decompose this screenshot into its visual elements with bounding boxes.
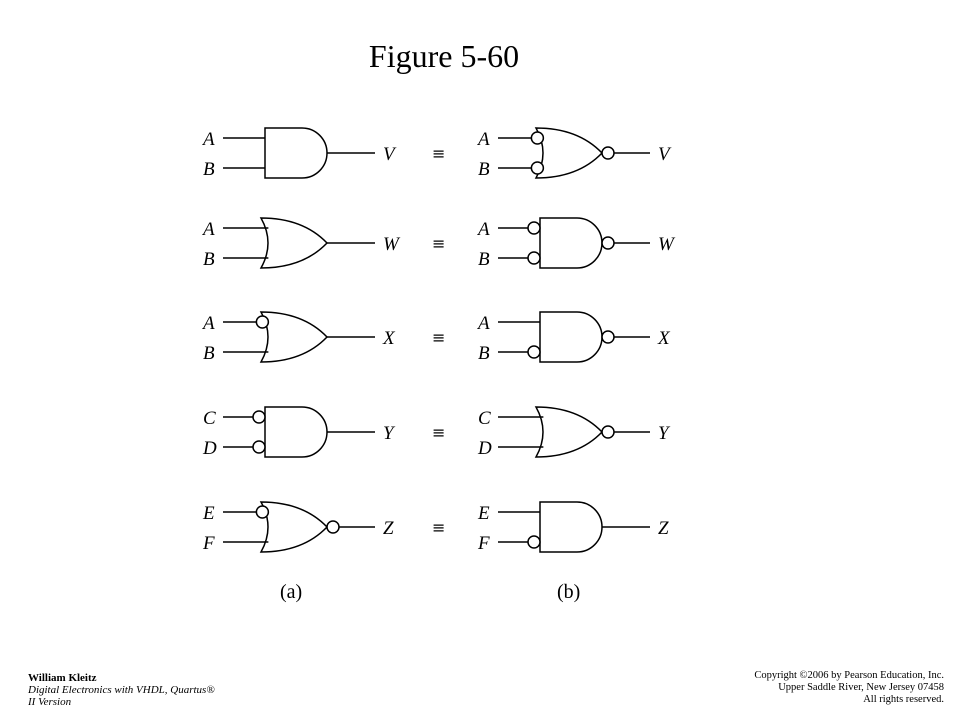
gate-b-row-1: AB V xyxy=(476,127,672,180)
input-label-a: A xyxy=(201,313,215,334)
footer-book-line1: Digital Electronics with VHDL, Quartus® xyxy=(28,684,215,696)
equivalence-symbol: ≡ xyxy=(432,234,445,253)
inversion-bubble xyxy=(527,251,541,265)
inversion-bubble xyxy=(252,440,266,454)
output-label-w: W xyxy=(658,234,676,255)
caption-b: (b) xyxy=(557,581,580,603)
or-gate-symbol xyxy=(534,406,604,458)
gate-a-row-5: EF Z xyxy=(202,501,394,554)
and-gate-symbol xyxy=(539,311,603,363)
output-inversion-bubble xyxy=(601,425,615,439)
output-label-z: Z xyxy=(383,518,394,539)
gate-b-row-3: AB X xyxy=(476,311,671,364)
footer-author-block: William Kleitz Digital Electronics with … xyxy=(28,672,215,708)
or-gate-symbol xyxy=(534,127,604,179)
and-gate-symbol xyxy=(264,127,328,179)
input-label-f: F xyxy=(202,533,215,554)
equivalence-symbol: ≡ xyxy=(432,423,445,442)
footer-copyright-line3: All rights reserved. xyxy=(863,694,944,705)
input-label-a: A xyxy=(476,313,490,334)
output-inversion-bubble xyxy=(601,236,615,250)
gate-a-row-3: AB X xyxy=(201,311,396,364)
input-label-b: B xyxy=(203,159,215,180)
gate-b-row-2: AB W xyxy=(476,217,676,270)
and-gate-symbol xyxy=(539,501,603,553)
inversion-bubble xyxy=(530,161,545,175)
and-gate-symbol xyxy=(539,217,603,269)
gate-b-row-4: CD Y xyxy=(477,406,671,459)
footer-copyright-block: Copyright ©2006 by Pearson Education, In… xyxy=(754,670,944,706)
output-inversion-bubble xyxy=(601,146,615,160)
input-label-f: F xyxy=(477,533,490,554)
inversion-bubble xyxy=(255,505,270,519)
footer-copyright-line2: Upper Saddle River, New Jersey 07458 xyxy=(778,682,944,693)
gate-a-row-1: AB V xyxy=(201,127,397,180)
inversion-bubble xyxy=(255,315,270,329)
gate-a-row-4: CD Y xyxy=(202,406,396,459)
input-label-e: E xyxy=(202,503,215,524)
gate-a-row-2: AB W xyxy=(201,217,401,270)
equivalence-symbol: ≡ xyxy=(432,328,445,347)
input-label-d: D xyxy=(477,438,492,459)
caption-a: (a) xyxy=(280,581,302,603)
output-label-x: X xyxy=(657,328,671,349)
output-label-z: Z xyxy=(658,518,669,539)
gate-b-row-5: EF Z xyxy=(477,501,669,554)
output-inversion-bubble xyxy=(601,330,615,344)
equivalence-symbol: ≡ xyxy=(432,518,445,537)
and-gate-symbol xyxy=(264,406,328,458)
or-gate-symbol xyxy=(259,501,329,553)
input-label-b: B xyxy=(203,249,215,270)
page-title: Figure 5-60 xyxy=(368,38,520,74)
input-label-c: C xyxy=(203,408,216,429)
equivalence-symbol: ≡ xyxy=(432,144,445,163)
inversion-bubble xyxy=(527,221,541,235)
inversion-bubble xyxy=(527,535,541,549)
footer-copyright-line1: Copyright ©2006 by Pearson Education, In… xyxy=(754,670,944,681)
or-gate-symbol xyxy=(259,311,329,363)
footer-author: William Kleitz xyxy=(28,672,97,684)
input-label-d: D xyxy=(202,438,217,459)
input-label-a: A xyxy=(201,219,215,240)
inversion-bubble xyxy=(527,345,541,359)
input-label-b: B xyxy=(203,343,215,364)
output-label-y: Y xyxy=(383,423,396,444)
output-label-v: V xyxy=(383,144,397,165)
output-label-x: X xyxy=(382,328,396,349)
or-gate-symbol xyxy=(259,217,329,269)
input-label-a: A xyxy=(476,219,490,240)
input-label-b: B xyxy=(478,249,490,270)
input-label-c: C xyxy=(478,408,491,429)
input-label-e: E xyxy=(477,503,490,524)
inversion-bubble xyxy=(252,410,266,424)
output-label-y: Y xyxy=(658,423,671,444)
input-label-a: A xyxy=(476,129,490,150)
footer-book-line2: II Version xyxy=(28,696,72,708)
output-label-w: W xyxy=(383,234,401,255)
input-label-b: B xyxy=(478,159,490,180)
output-inversion-bubble xyxy=(326,520,340,534)
input-label-b: B xyxy=(478,343,490,364)
input-label-a: A xyxy=(201,129,215,150)
output-label-v: V xyxy=(658,144,672,165)
inversion-bubble xyxy=(530,131,545,145)
